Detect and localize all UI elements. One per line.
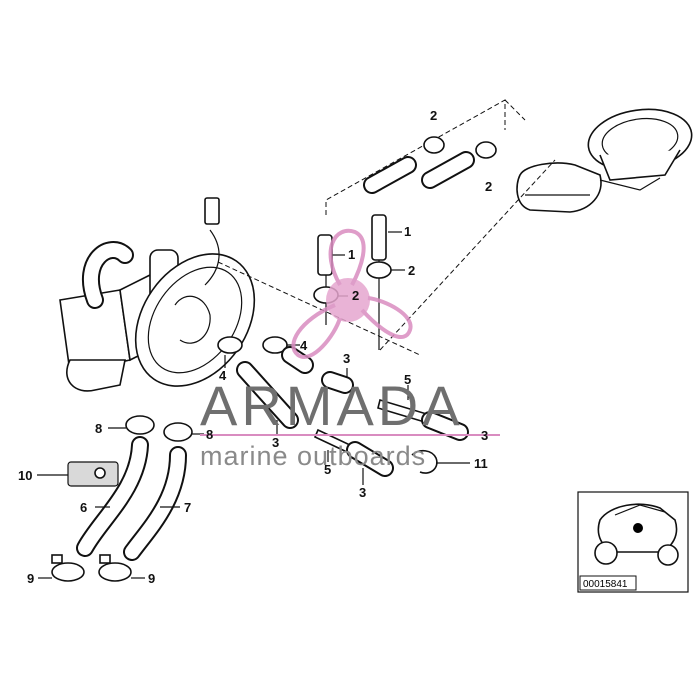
callout-4: 4	[300, 338, 308, 353]
callout-10: 10	[18, 468, 32, 483]
callout-1: 1	[404, 224, 411, 239]
callout-3: 3	[343, 351, 350, 366]
lower-hoses-and-clamps	[51, 415, 193, 582]
fuel-pump-assembly	[59, 197, 421, 392]
callout-9: 9	[148, 571, 155, 586]
watermark-propeller-logo	[291, 228, 413, 359]
callout-2: 2	[485, 179, 492, 194]
callout-5: 5	[324, 462, 331, 477]
upper-hoses-and-clamps	[313, 99, 556, 351]
callout-9: 9	[27, 571, 34, 586]
reference-number: 00015841	[583, 579, 628, 590]
callout-2: 2	[352, 288, 359, 303]
callout-leader-lines	[37, 231, 477, 579]
callout-1: 1	[348, 247, 355, 262]
callout-5: 5	[404, 372, 411, 387]
callout-8: 8	[206, 427, 213, 442]
reference-thumbnail: 00015841	[577, 491, 689, 593]
callout-11: 11	[474, 456, 488, 471]
tank-flange-assembly	[516, 108, 693, 213]
callout-2: 2	[430, 108, 437, 123]
callout-3: 3	[359, 485, 366, 500]
callout-7: 7	[184, 500, 191, 515]
callout-3: 3	[481, 428, 488, 443]
watermark-tagline: marine outboards	[200, 441, 426, 471]
watermark-brand: ARMADA	[200, 374, 464, 437]
callout-8: 8	[95, 421, 102, 436]
callout-labels: 1 1 2 2 2 2 3 3 3 3 4 4 5 5 6 7 8 8 9 9 …	[18, 108, 492, 586]
callout-4: 4	[219, 368, 227, 383]
callout-2: 2	[408, 263, 415, 278]
callout-3: 3	[272, 435, 279, 450]
callout-6: 6	[80, 500, 87, 515]
middle-hoses	[217, 336, 469, 477]
